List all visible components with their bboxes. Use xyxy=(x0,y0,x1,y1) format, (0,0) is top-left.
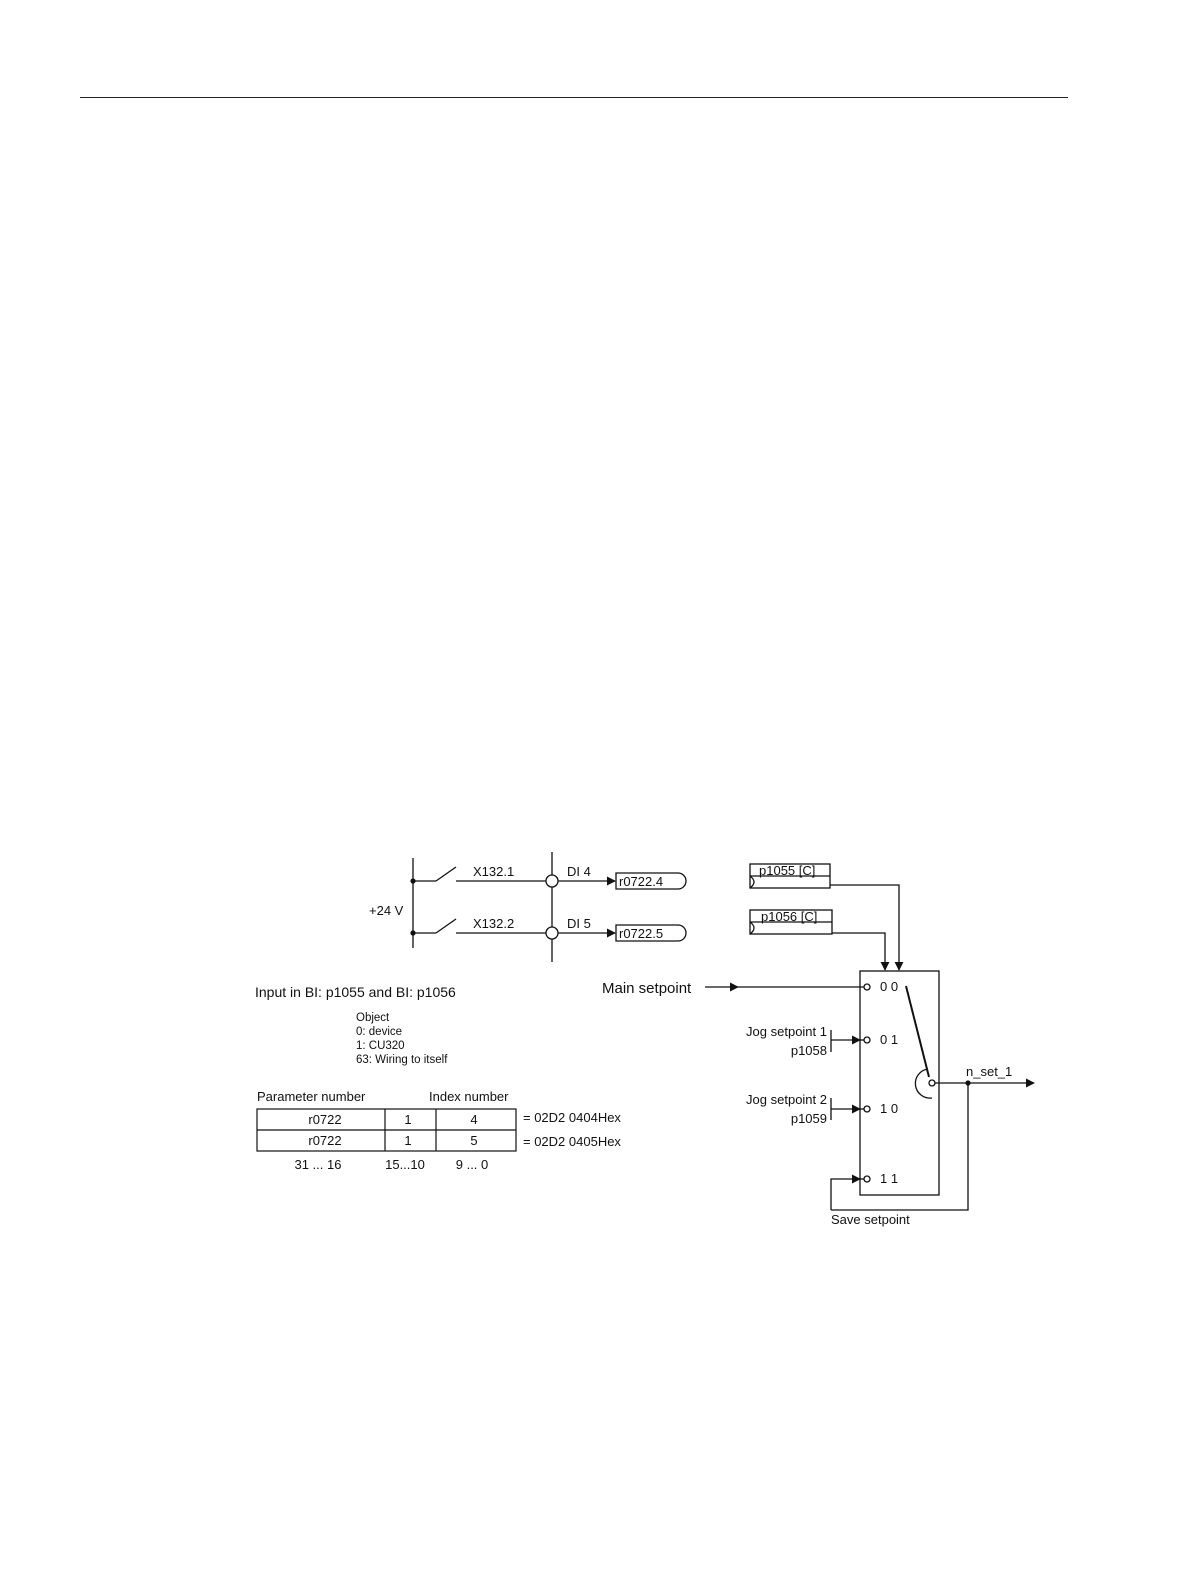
bits-param: 31 ... 16 xyxy=(295,1157,342,1172)
r0722-4-connector xyxy=(615,872,687,890)
row1-param: r0722 xyxy=(308,1112,341,1127)
row2-result: = 02D2 0405Hex xyxy=(523,1134,621,1149)
row1-obj: 1 xyxy=(404,1112,411,1127)
selector-block xyxy=(859,970,940,1196)
param-header: Parameter number xyxy=(257,1089,366,1104)
r0722-4-label: r0722.4 xyxy=(619,874,663,889)
p1056-label: p1056 [C] xyxy=(761,909,817,924)
jog1-param: p1058 xyxy=(791,1043,827,1058)
bits-object: 15...10 xyxy=(385,1157,425,1172)
r0722-5-label: r0722.5 xyxy=(619,926,663,941)
jog2-label: Jog setpoint 2 xyxy=(746,1092,827,1107)
di4-node xyxy=(545,874,559,888)
output-label: n_set_1 xyxy=(966,1064,1012,1079)
object-line-2: 1: CU320 xyxy=(356,1040,405,1052)
terminal-x132-2: X132.2 xyxy=(473,916,514,931)
object-line-0: Object xyxy=(356,1012,390,1024)
object-line-3: 63: Wiring to itself xyxy=(356,1054,448,1066)
header-rule xyxy=(80,97,1068,98)
di5-label: DI 5 xyxy=(567,916,591,931)
r0722-5-connector xyxy=(615,924,687,942)
info-title: Input in BI: p1055 and BI: p1056 xyxy=(255,984,456,1000)
arm-arc xyxy=(914,1068,933,1099)
bits-index: 9 ... 0 xyxy=(456,1157,489,1172)
selector-arm xyxy=(905,985,930,1078)
jog1-label: Jog setpoint 1 xyxy=(746,1024,827,1039)
index-header: Index number xyxy=(429,1089,509,1104)
p1055-label: p1055 [C] xyxy=(759,863,815,878)
switch-1 xyxy=(435,866,457,882)
row2-index: 5 xyxy=(470,1133,477,1148)
terminal-x132-1: X132.1 xyxy=(473,864,514,879)
code-01: 0 1 xyxy=(880,1032,898,1047)
di5-node xyxy=(545,926,559,940)
row1-result: = 02D2 0404Hex xyxy=(523,1110,621,1125)
row2-obj: 1 xyxy=(404,1133,411,1148)
switch-2 xyxy=(435,918,457,934)
jog2-param: p1059 xyxy=(791,1111,827,1126)
code-11: 1 1 xyxy=(880,1171,898,1186)
supply-label: +24 V xyxy=(369,903,404,918)
main-setpoint-label: Main setpoint xyxy=(602,980,692,997)
code-10: 1 0 xyxy=(880,1101,898,1116)
save-setpoint-label: Save setpoint xyxy=(831,1212,910,1227)
object-line-1: 0: device xyxy=(356,1026,402,1038)
row1-index: 4 xyxy=(470,1112,477,1127)
code-00: 0 0 xyxy=(880,979,898,994)
di4-label: DI 4 xyxy=(567,864,591,879)
row2-param: r0722 xyxy=(308,1133,341,1148)
